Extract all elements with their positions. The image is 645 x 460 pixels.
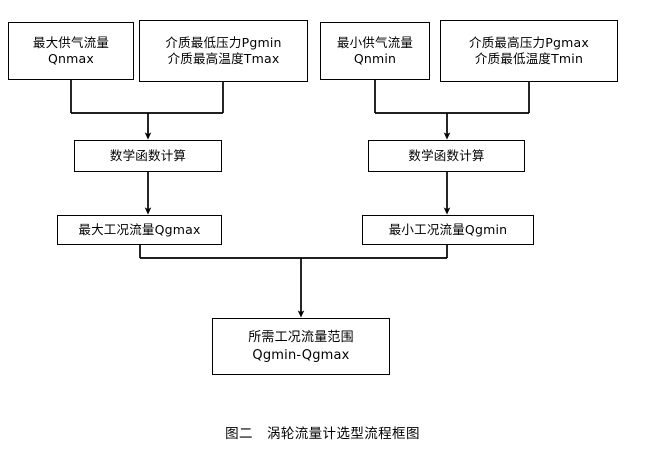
node-qgmin-label: 最小工况流量Qgmin — [388, 221, 508, 237]
node-pgmax-tmin-line2: 介质最低温度Tmin — [474, 51, 584, 66]
node-pgmin-tmax[interactable]: 介质最低压力Pgmin 介质最高温度Tmax — [139, 20, 308, 82]
node-calc-left-label: 数学函数计算 — [109, 147, 187, 163]
node-qnmax-line1: 最大供气流量 — [32, 34, 110, 50]
node-qnmax-line2: Qnmax — [48, 51, 94, 66]
node-pgmin-tmax-line2: 介质最高温度Tmax — [167, 51, 280, 66]
node-calc-left[interactable]: 数学函数计算 — [74, 140, 222, 172]
node-qnmin[interactable]: 最小供气流量 Qnmin — [320, 22, 430, 80]
figure-caption-label: 图二 — [225, 426, 253, 442]
node-qnmin-line2: Qnmin — [353, 51, 397, 66]
node-pgmax-tmin-line1: 介质最高压力Pgmax — [469, 34, 589, 50]
node-pgmax-tmin[interactable]: 介质最高压力Pgmax 介质最低温度Tmin — [440, 20, 618, 82]
node-calc-right-label: 数学函数计算 — [408, 147, 485, 163]
figure-caption: 图二涡轮流量计选型流程框图 — [0, 422, 645, 442]
node-qnmin-line1: 最小供气流量 — [336, 34, 414, 50]
node-calc-right[interactable]: 数学函数计算 — [368, 140, 525, 172]
node-flow-range-result[interactable]: 所需工况流量范围 Qgmin-Qgmax — [212, 318, 390, 375]
node-qgmin[interactable]: 最小工况流量Qgmin — [362, 215, 534, 245]
node-qgmax-label: 最大工况流量Qgmax — [78, 221, 201, 237]
node-qnmax[interactable]: 最大供气流量 Qnmax — [8, 22, 134, 80]
node-flow-range-line1: 所需工况流量范围 — [248, 330, 354, 346]
node-pgmin-tmax-line1: 介质最低压力Pgmin — [165, 34, 282, 50]
node-qgmax[interactable]: 最大工况流量Qgmax — [57, 215, 222, 245]
figure-caption-title: 涡轮流量计选型流程框图 — [266, 426, 420, 442]
node-flow-range-line2: Qgmin-Qgmax — [252, 347, 350, 363]
